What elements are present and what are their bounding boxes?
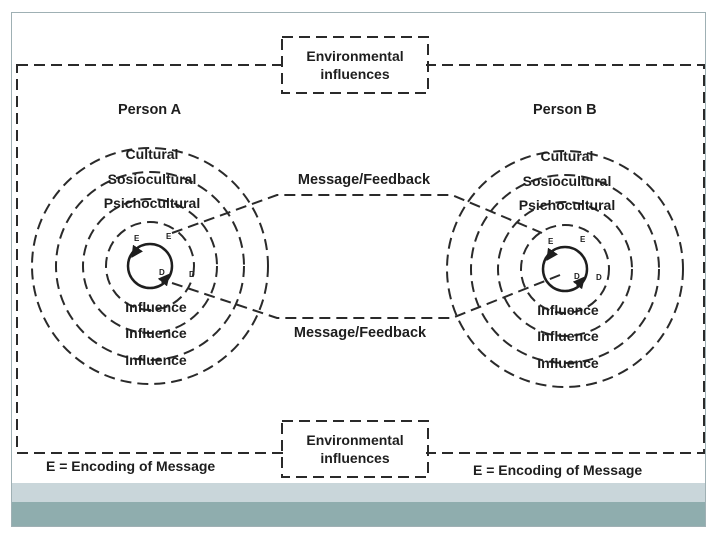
environment-frame	[16, 64, 705, 454]
footer-band-dark	[12, 502, 705, 526]
communication-diagram: Person A Person B Environmental influenc…	[16, 36, 705, 478]
person-a-title: Person A	[118, 102, 182, 118]
person-a-rings	[31, 147, 269, 385]
message-line-bottom	[171, 274, 561, 319]
env-bottom-line1: Environmental	[306, 432, 403, 448]
person-b-influence-3: Influence	[537, 355, 599, 371]
person-b-encode-mark-2: E	[580, 235, 586, 244]
person-b-decode-mark-1: D	[574, 272, 580, 281]
channel-label-top: Message/Feedback	[298, 172, 431, 188]
env-top-line2: influences	[320, 66, 389, 82]
message-line-top	[171, 194, 543, 234]
person-a-encode-mark-2: E	[166, 232, 172, 241]
person-a-decode-mark-1: D	[159, 268, 165, 277]
person-a-cycle	[126, 242, 174, 290]
person-b-ring-cultural: Cultural	[541, 148, 594, 164]
person-b-decode-mark-2: D	[596, 273, 602, 282]
person-b-rings	[446, 150, 684, 388]
person-b-ring-psichocultural: Psichocultural	[519, 197, 615, 213]
channel-label-bottom: Message/Feedback	[294, 325, 427, 341]
person-b-influence-2: Influence	[537, 328, 599, 344]
person-a-encode-mark-1: E	[134, 234, 140, 243]
slide: Person A Person B Environmental influenc…	[11, 12, 706, 527]
env-top-line1: Environmental	[306, 48, 403, 64]
person-a-influence-3: Influence	[125, 352, 187, 368]
person-b-ring-sosiocultural: Sosiocultural	[523, 173, 612, 189]
person-b-encode-mark-1: E	[548, 237, 554, 246]
footer-band-light	[12, 483, 705, 502]
person-a-influence-1: Influence	[125, 299, 187, 315]
legend-left: E = Encoding of Message	[46, 458, 215, 474]
person-b-title: Person B	[533, 102, 597, 118]
person-a-decode-mark-2: D	[189, 270, 195, 279]
person-a-ring-psichocultural: Psichocultural	[104, 195, 200, 211]
person-a-ring-sosiocultural: Sosiocultural	[108, 171, 197, 187]
person-b-cycle	[541, 245, 589, 293]
legend-right: E = Encoding of Message	[473, 462, 642, 478]
person-a-ring-cultural: Cultural	[126, 146, 179, 162]
env-bottom-line2: influences	[320, 450, 389, 466]
person-a-influence-2: Influence	[125, 325, 187, 341]
person-b-influence-1: Influence	[537, 302, 599, 318]
